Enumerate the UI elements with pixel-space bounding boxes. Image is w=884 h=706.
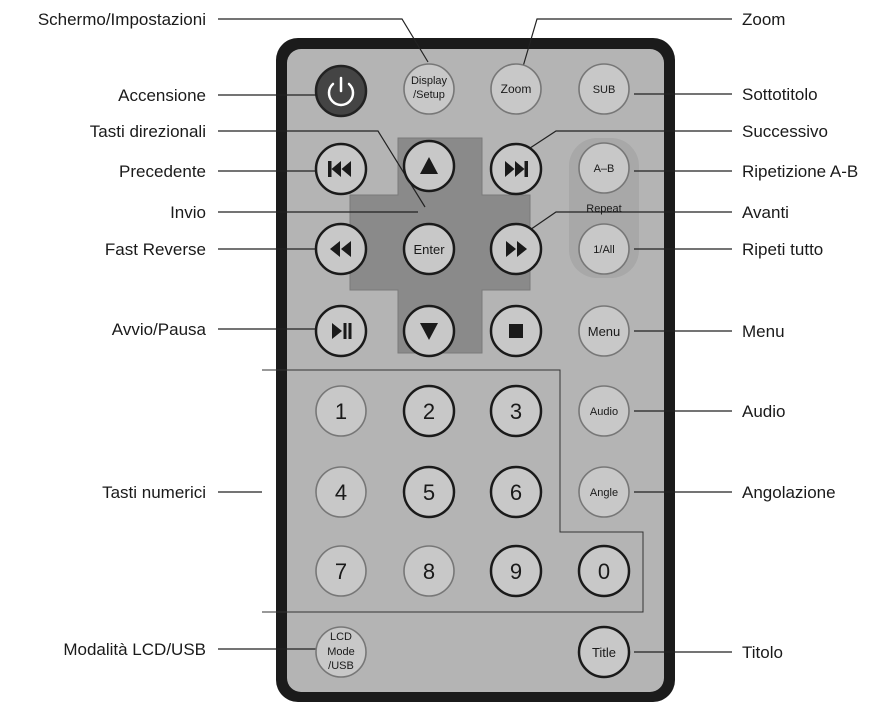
label-zoom: Zoom bbox=[742, 10, 785, 29]
number-3-label: 3 bbox=[510, 399, 522, 424]
repeat-group-label: Repeat bbox=[586, 203, 621, 215]
label-avvio-pausa: Avvio/Pausa bbox=[112, 320, 207, 339]
title-button[interactable]: Title bbox=[577, 625, 631, 679]
next-button[interactable] bbox=[489, 142, 543, 196]
play-pause-button[interactable] bbox=[314, 304, 368, 358]
lead-successivo bbox=[523, 130, 732, 153]
title-button-label: Title bbox=[592, 645, 616, 660]
skip-forward-icon bbox=[505, 161, 528, 177]
label-tasti-numerici: Tasti numerici bbox=[102, 483, 206, 502]
zoom-button-label: Zoom bbox=[501, 82, 532, 96]
subtitle-button-label: SUB bbox=[593, 84, 616, 96]
skip-back-icon bbox=[328, 161, 351, 177]
down-button[interactable] bbox=[402, 304, 456, 358]
label-successivo: Successivo bbox=[742, 122, 828, 141]
zoom-button[interactable]: Zoom bbox=[490, 63, 542, 115]
number-2-button[interactable]: 2 bbox=[402, 384, 456, 438]
label-schermo-impostazioni: Schermo/Impostazioni bbox=[38, 10, 206, 29]
number-2-label: 2 bbox=[423, 399, 435, 424]
angle-button-label: Angle bbox=[590, 487, 618, 499]
audio-button-label: Audio bbox=[590, 406, 618, 418]
ab-repeat-label: A–B bbox=[594, 163, 615, 175]
number-7-button[interactable]: 7 bbox=[315, 545, 367, 597]
label-fast-reverse: Fast Reverse bbox=[105, 240, 206, 259]
number-5-button[interactable]: 5 bbox=[402, 465, 456, 519]
fast-forward-icon bbox=[506, 241, 527, 257]
label-titolo: Titolo bbox=[742, 643, 783, 662]
number-1-button[interactable]: 1 bbox=[315, 385, 367, 437]
power-button[interactable] bbox=[314, 64, 368, 118]
number-0-label: 0 bbox=[598, 559, 610, 584]
label-modalita-lcd-usb: Modalità LCD/USB bbox=[63, 640, 206, 659]
lcd-mode-label-1: LCD bbox=[330, 631, 352, 643]
ab-repeat-button[interactable]: A–B bbox=[578, 142, 630, 194]
label-tasti-direzionali: Tasti direzionali bbox=[90, 122, 206, 141]
fast-forward-button[interactable] bbox=[489, 222, 543, 276]
number-8-button[interactable]: 8 bbox=[403, 545, 455, 597]
display-setup-label-1: Display bbox=[411, 75, 448, 87]
label-avanti: Avanti bbox=[742, 203, 789, 222]
display-setup-button[interactable]: Display /Setup bbox=[403, 63, 455, 115]
rewind-icon bbox=[330, 241, 351, 257]
number-9-label: 9 bbox=[510, 559, 522, 584]
number-4-button[interactable]: 4 bbox=[315, 466, 367, 518]
label-audio: Audio bbox=[742, 402, 785, 421]
label-sottotitolo: Sottotitolo bbox=[742, 85, 818, 104]
number-3-button[interactable]: 3 bbox=[489, 384, 543, 438]
number-6-label: 6 bbox=[510, 480, 522, 505]
display-setup-label-2: /Setup bbox=[413, 89, 445, 101]
label-ripeti-tutto: Ripeti tutto bbox=[742, 240, 823, 259]
number-1-label: 1 bbox=[335, 399, 347, 424]
arrow-down-icon bbox=[420, 323, 438, 340]
label-precedente: Precedente bbox=[119, 162, 206, 181]
stop-button[interactable] bbox=[489, 304, 543, 358]
number-8-label: 8 bbox=[423, 559, 435, 584]
repeat-all-button[interactable]: 1/All bbox=[578, 223, 630, 275]
label-menu: Menu bbox=[742, 322, 785, 341]
angle-button[interactable]: Angle bbox=[578, 466, 630, 518]
arrow-up-icon bbox=[420, 157, 438, 174]
lcd-mode-label-2: Mode bbox=[327, 646, 355, 658]
stop-icon bbox=[509, 324, 523, 338]
audio-button[interactable]: Audio bbox=[578, 385, 630, 437]
number-0-button[interactable]: 0 bbox=[577, 544, 631, 598]
power-icon bbox=[327, 76, 355, 107]
lead-zoom bbox=[521, 18, 732, 71]
previous-button[interactable] bbox=[314, 142, 368, 196]
subtitle-button[interactable]: SUB bbox=[578, 63, 630, 115]
up-button[interactable] bbox=[402, 139, 456, 193]
number-6-button[interactable]: 6 bbox=[489, 465, 543, 519]
enter-button[interactable]: Enter bbox=[402, 222, 456, 276]
numeric-area-bracket bbox=[262, 369, 644, 613]
play-pause-icon bbox=[332, 323, 352, 339]
lcd-mode-usb-button[interactable]: LCD Mode /USB bbox=[315, 626, 367, 678]
label-angolazione: Angolazione bbox=[742, 483, 836, 502]
number-5-label: 5 bbox=[423, 480, 435, 505]
number-9-button[interactable]: 9 bbox=[489, 544, 543, 598]
label-invio: Invio bbox=[170, 203, 206, 222]
lead-schermo bbox=[218, 18, 429, 63]
label-accensione: Accensione bbox=[118, 86, 206, 105]
lcd-mode-label-3: /USB bbox=[328, 660, 354, 672]
number-7-label: 7 bbox=[335, 559, 347, 584]
menu-button[interactable]: Menu bbox=[578, 305, 630, 357]
repeat-all-label: 1/All bbox=[593, 244, 614, 256]
enter-button-label: Enter bbox=[413, 242, 445, 257]
lead-avanti bbox=[523, 211, 732, 235]
fast-reverse-button[interactable] bbox=[314, 222, 368, 276]
label-ripetizione-ab: Ripetizione A-B bbox=[742, 162, 858, 181]
number-4-label: 4 bbox=[335, 480, 347, 505]
menu-button-label: Menu bbox=[588, 324, 621, 339]
